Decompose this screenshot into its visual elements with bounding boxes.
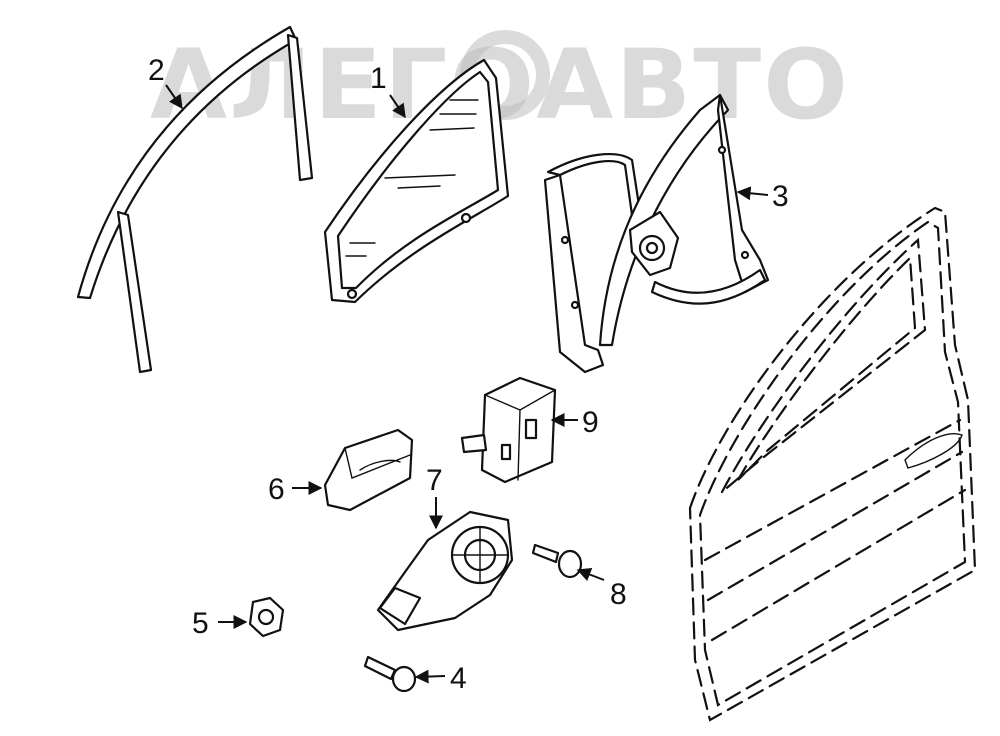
part-6-bracket bbox=[323, 428, 414, 512]
part-7-regulator-motor bbox=[376, 510, 514, 632]
part-8-bolt bbox=[531, 543, 583, 579]
part-4-bolt bbox=[363, 655, 417, 693]
leader-2 bbox=[165, 84, 183, 110]
leader-3 bbox=[736, 186, 769, 201]
callout-5: 5 bbox=[192, 607, 209, 640]
part-1-door-glass bbox=[323, 58, 510, 304]
part-2-window-channel bbox=[76, 25, 314, 374]
callout-8: 8 bbox=[610, 578, 627, 611]
callout-9: 9 bbox=[582, 406, 599, 439]
callout-1: 1 bbox=[370, 62, 387, 95]
part-5-nut bbox=[248, 596, 285, 638]
callout-2: 2 bbox=[148, 54, 165, 87]
leader-1 bbox=[389, 94, 406, 119]
callout-7: 7 bbox=[426, 464, 443, 497]
front-door-outline bbox=[688, 206, 977, 722]
callout-3: 3 bbox=[772, 180, 789, 213]
part-9-control-module bbox=[460, 376, 557, 484]
callout-4: 4 bbox=[450, 662, 467, 695]
part-3-window-regulator bbox=[543, 93, 770, 374]
leader-4 bbox=[414, 669, 446, 684]
callout-6: 6 bbox=[268, 473, 285, 506]
leader-8 bbox=[576, 567, 605, 582]
